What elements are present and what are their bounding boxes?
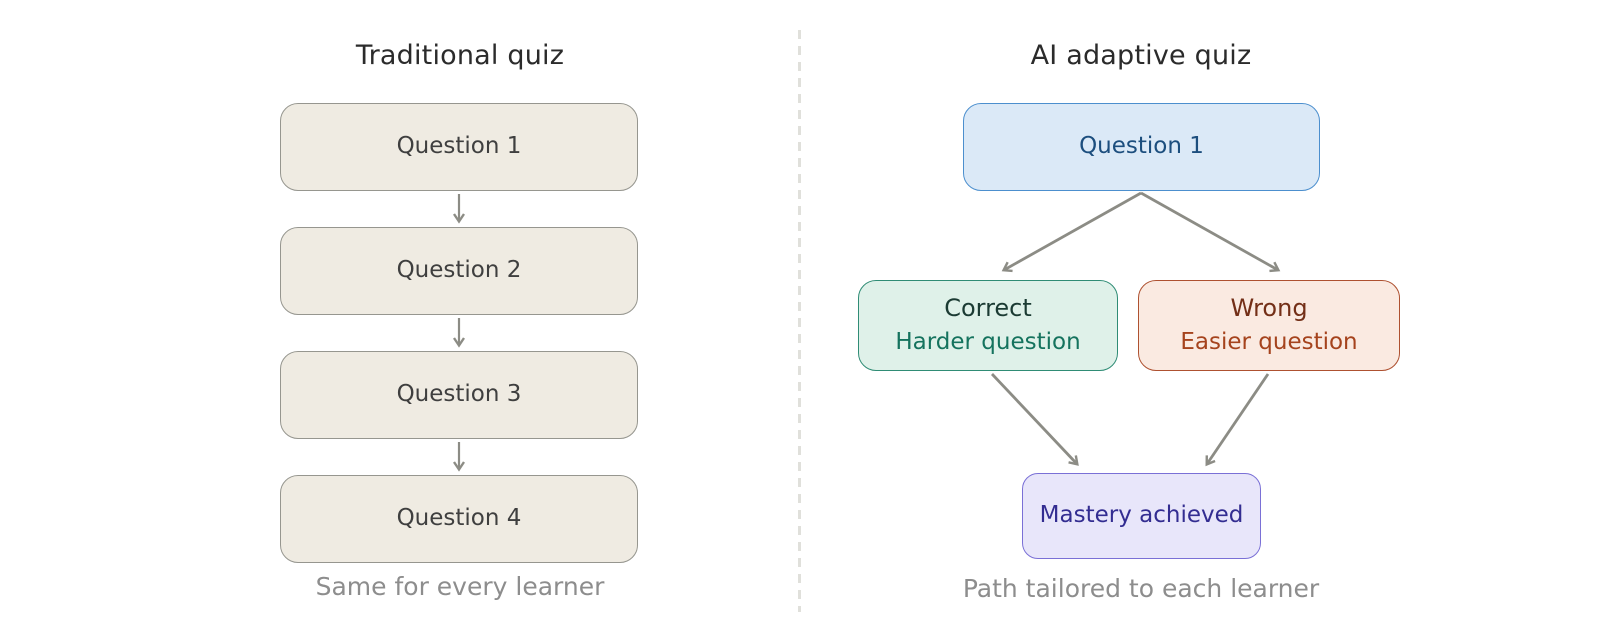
node-question-1-left: Question 1	[280, 103, 638, 191]
right-panel-title: AI adaptive quiz	[1030, 40, 1252, 71]
node-wrong: Wrong Easier question	[1138, 280, 1400, 371]
node-label: Question 1	[1079, 133, 1204, 160]
node-label: Question 2	[396, 257, 522, 284]
node-label: Question 4	[396, 505, 522, 532]
left-panel-caption: Same for every learner	[315, 572, 605, 601]
node-label: Mastery achieved	[1039, 502, 1244, 529]
node-label: Question 1	[396, 133, 522, 160]
right-panel-caption: Path tailored to each learner	[962, 574, 1320, 603]
node-question-1-right: Question 1	[963, 103, 1320, 191]
node-subtitle: Easier question	[1180, 329, 1358, 356]
node-mastery: Mastery achieved	[1022, 473, 1261, 559]
panel-divider	[798, 30, 801, 612]
node-subtitle: Harder question	[895, 329, 1081, 356]
arrow-question-to-wrong	[1140, 191, 1281, 273]
node-correct: Correct Harder question	[858, 280, 1118, 371]
node-title: Correct	[944, 294, 1032, 323]
node-question-4: Question 4	[280, 475, 638, 563]
arrow-question-to-correct	[1001, 191, 1142, 273]
node-question-3: Question 3	[280, 351, 638, 439]
node-question-2: Question 2	[280, 227, 638, 315]
node-title: Wrong	[1230, 294, 1308, 323]
arrow-correct-to-mastery	[990, 373, 1079, 466]
node-label: Question 3	[396, 381, 522, 408]
arrow-wrong-to-mastery	[1205, 373, 1270, 467]
left-panel-title: Traditional quiz	[355, 40, 565, 71]
